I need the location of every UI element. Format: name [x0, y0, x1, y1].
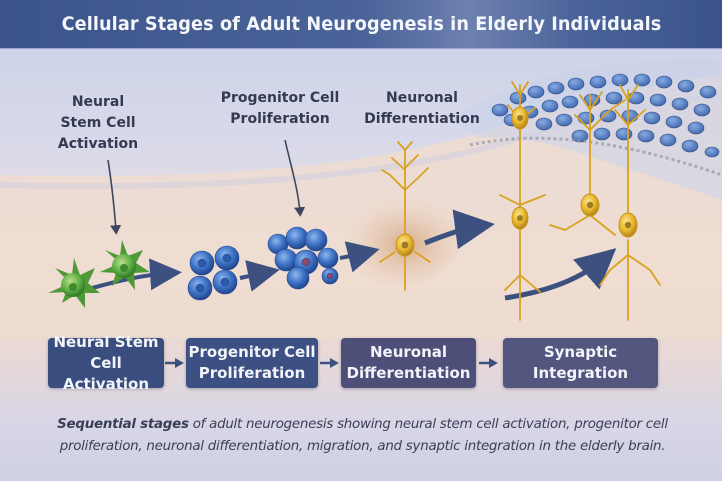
stage-neural-stem-cell-activation: Neural Stem Cell Activation: [48, 333, 164, 393]
callout-line: Proliferation: [230, 111, 330, 127]
stage-progenitor-cell-proliferation: Progenitor Cell Proliferation: [186, 338, 318, 388]
callout-neuronal-differentiation: Neuronal Differentiation: [362, 88, 482, 130]
stage-label-line2: Differentiation: [346, 364, 471, 382]
callout-line: Activation: [57, 136, 139, 152]
stage-synaptic-integration: Synaptic Integration: [503, 338, 658, 388]
callout-progenitor-proliferation: Progenitor Cell Proliferation: [210, 88, 350, 130]
callout-line: Progenitor Cell: [220, 90, 340, 106]
stage-label-line2: Cell Activation: [62, 353, 149, 393]
arrow-progenitor-to-cluster: [239, 260, 280, 292]
figure-caption: Sequential stages of adult neurogenesis …: [30, 414, 695, 458]
callout-arrow-activation: [107, 159, 122, 235]
stage-neuronal-differentiation: Neuronal Differentiation: [341, 338, 476, 388]
stage-label-line1: Synaptic: [543, 343, 618, 361]
differentiating-neuron: [379, 141, 431, 291]
arrow-cluster-to-neuron: [339, 241, 380, 273]
flow-arrow-2: [320, 358, 339, 368]
callout-line: Stem Cell: [60, 115, 136, 131]
caption-lead: Sequential stages: [57, 417, 189, 432]
stage-label-line1: Progenitor Cell: [188, 343, 316, 361]
stage-label-line1: Neuronal: [369, 343, 448, 361]
neural-stem-cell-1: [48, 258, 100, 308]
caption-text: of adult neurogenesis showing neural ste…: [59, 417, 668, 454]
integrated-neurons: [499, 81, 661, 321]
flow-arrow-3: [479, 358, 498, 368]
neural-stem-cell-2: [100, 240, 150, 290]
arrow-migration-to-integration: [504, 248, 617, 301]
progenitor-cluster-1: [187, 245, 240, 301]
diagram-title: Cellular Stages of Adult Neurogenesis in…: [61, 13, 661, 35]
callout-arrow-proliferation: [284, 139, 306, 217]
callout-stem-cell-activation: Neural Stem Cell Activation: [48, 92, 148, 155]
granule-cell-layer: [450, 59, 722, 200]
illustration: [0, 59, 722, 338]
stage-label-line2: Proliferation: [198, 364, 306, 382]
progenitor-cluster-2: [267, 226, 339, 290]
title-banner: Cellular Stages of Adult Neurogenesis in…: [0, 0, 722, 49]
stage-label-line2: Integration: [532, 364, 629, 382]
callout-line: Differentiation: [364, 111, 480, 127]
stage-label-line1: Neural Stem: [53, 332, 159, 351]
flow-arrow-1: [165, 358, 184, 368]
callout-line: Neural: [71, 94, 125, 110]
arrow-neuron-to-migration: [424, 209, 495, 250]
callout-line: Neuronal: [386, 90, 458, 106]
